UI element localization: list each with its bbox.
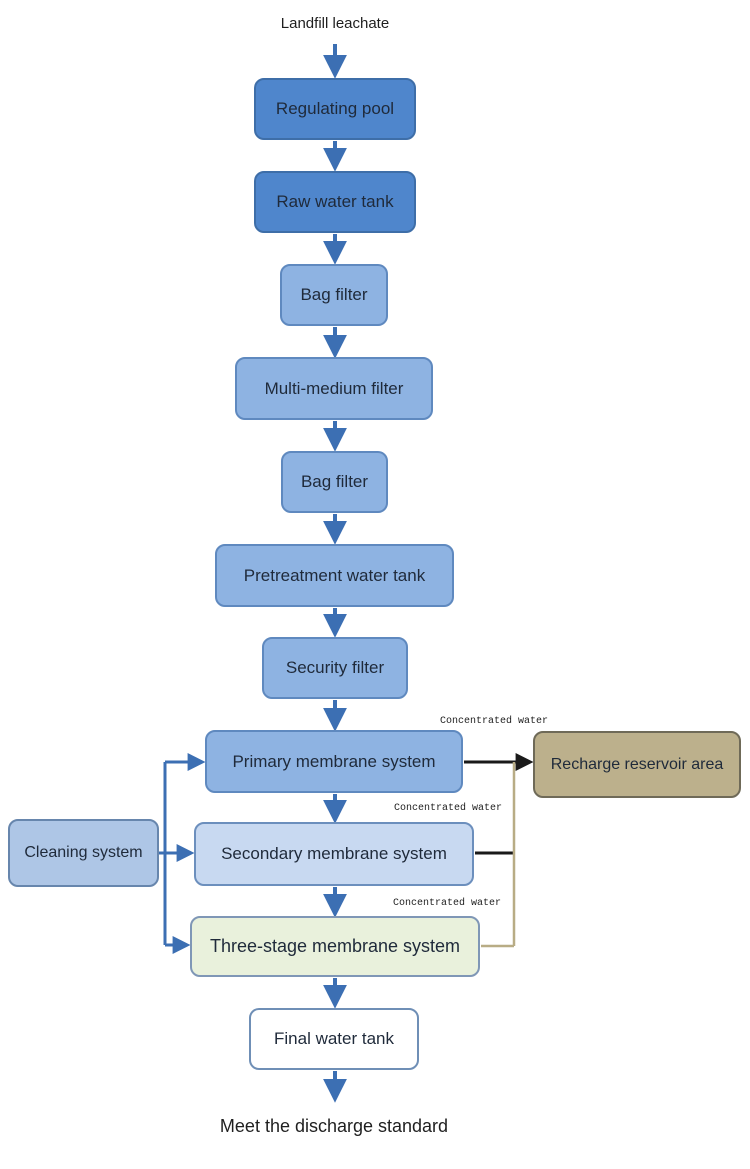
step-final-water-tank: Final water tank [249, 1008, 419, 1070]
step-bag-filter-2: Bag filter [281, 451, 388, 513]
step-bag-filter-1: Bag filter [280, 264, 388, 326]
step-secondary-membrane-system: Secondary membrane system [194, 822, 474, 886]
concentrated-water-label-3: Concentrated water [393, 898, 502, 909]
step-three-stage-membrane-system: Three-stage membrane system [190, 916, 480, 977]
output-label: Meet the discharge standard [219, 1116, 449, 1136]
step-multi-medium-filter: Multi-medium filter [235, 357, 433, 420]
input-label: Landfill leachate [280, 15, 390, 32]
cleaning-system: Cleaning system [8, 819, 159, 887]
step-security-filter: Security filter [262, 637, 408, 699]
step-regulating-pool: Regulating pool [254, 78, 416, 140]
concentrated-water-label-2: Concentrated water [394, 803, 503, 814]
step-raw-water-tank: Raw water tank [254, 171, 416, 233]
concentrated-water-label-1: Concentrated water [440, 716, 549, 727]
recharge-reservoir-area: Recharge reservoir area [533, 731, 741, 798]
step-pretreatment-water-tank: Pretreatment water tank [215, 544, 454, 607]
step-primary-membrane-system: Primary membrane system [205, 730, 463, 793]
